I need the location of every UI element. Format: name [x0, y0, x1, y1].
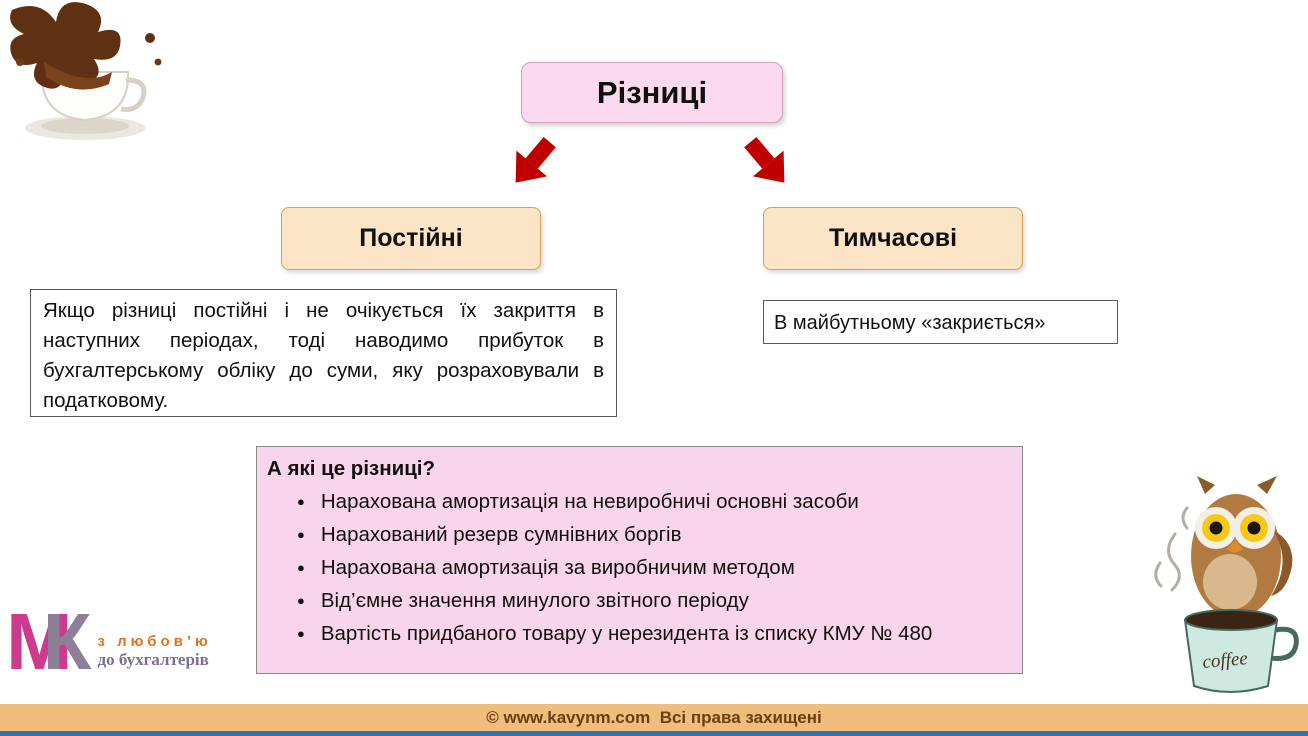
- list-item: ● Нарахована амортизація на невиробничі …: [267, 490, 1006, 514]
- mk-logo-letters: МК: [6, 602, 91, 682]
- permanent-description-box: Якщо різниці постійні і не очікується їх…: [30, 289, 617, 417]
- bullet-icon: ●: [297, 494, 305, 509]
- list-item: ● Нарахований резерв сумнівних боргів: [267, 523, 1006, 547]
- mk-logo-letter-m: М: [6, 597, 73, 686]
- bottom-blue-strip: [0, 731, 1308, 736]
- mk-logo: МК з любов’ю до бухгалтерів: [6, 602, 212, 682]
- branch-permanent-label: Постійні: [359, 224, 463, 252]
- footer-bar: © www.kavynm.com Всі права захищені: [0, 704, 1308, 731]
- owl-on-coffee-cup-illustration: coffee: [1154, 476, 1299, 693]
- list-item: ● Від’ємне значення минулого звітного пе…: [267, 589, 1006, 613]
- arrow-down-left-icon: [515, 136, 556, 183]
- list-item-text: Нарахований резерв сумнівних боргів: [320, 523, 682, 546]
- list-item-text: Від’ємне значення минулого звітного пері…: [320, 589, 749, 612]
- arrow-down-right-icon: [744, 136, 785, 183]
- mk-logo-letter-k: К: [42, 597, 92, 686]
- bullet-icon: ●: [297, 527, 305, 542]
- cup-text: coffee: [1202, 648, 1249, 673]
- differences-list-box: А які це різниці? ● Нарахована амортизац…: [256, 446, 1023, 674]
- coffee-splash-illustration: [10, 2, 162, 140]
- branch-permanent-box: Постійні: [281, 207, 541, 270]
- bullet-icon: ●: [297, 593, 305, 608]
- mk-logo-tagline-1: з любов’ю: [97, 633, 212, 650]
- permanent-description-text: Якщо різниці постійні і не очікується їх…: [43, 299, 604, 413]
- mk-logo-taglines: з любов’ю до бухгалтерів: [97, 633, 211, 676]
- list-item-text: Нарахована амортизація за виробничим мет…: [320, 556, 795, 579]
- temporary-description-text: В майбутньому «закриється»: [774, 312, 1046, 334]
- list-item: ● Нарахована амортизація за виробничим м…: [267, 556, 1006, 580]
- mk-logo-tagline-2: до бухгалтерів: [97, 650, 209, 669]
- footer-copyright: © www.kavynm.com Всі права захищені: [486, 707, 822, 727]
- list-item-text: Нарахована амортизація на невиробничі ос…: [320, 490, 859, 513]
- slide-title: Різниці: [596, 74, 708, 110]
- branch-temporary-label: Тимчасові: [828, 224, 958, 252]
- branch-temporary-box: Тимчасові: [763, 207, 1023, 270]
- bullet-icon: ●: [297, 560, 305, 575]
- list-item: ● Вартість придбаного товару у нерезиден…: [267, 622, 1006, 646]
- list-item-text: Вартість придбаного товару у нерезидента…: [320, 622, 933, 645]
- temporary-description-box: В майбутньому «закриється»: [763, 300, 1118, 344]
- bullet-icon: ●: [297, 626, 305, 641]
- differences-list-heading: А які це різниці?: [267, 457, 436, 480]
- title-box: Різниці: [521, 62, 783, 123]
